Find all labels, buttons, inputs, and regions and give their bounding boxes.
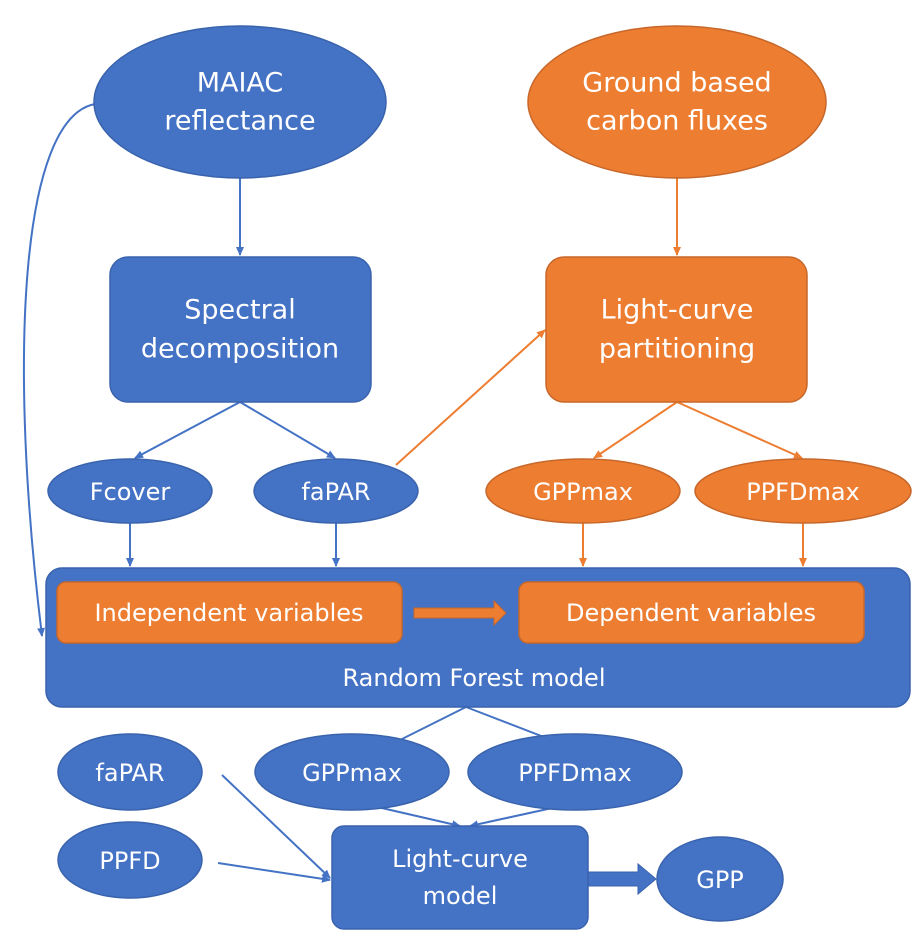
fapar-bottom-label: faPAR [95, 759, 164, 787]
ppfd-label: PPFD [99, 847, 160, 875]
ppfdmax-top-label: PPFDmax [746, 478, 860, 506]
ground-line1: Ground based [582, 68, 771, 99]
node-dependent-variables: Dependent variables [518, 581, 865, 644]
edge-partitioning-to-ppfdmax [676, 401, 803, 459]
dependent-label: Dependent variables [566, 599, 816, 627]
node-gppmax-bottom: GPPmax [254, 733, 450, 811]
gppmax-top-label: GPPmax [533, 478, 633, 506]
fapar-top-label: faPAR [301, 478, 370, 506]
gppmax-bottom-label: GPPmax [302, 759, 402, 787]
maiac-line1: MAIAC [197, 68, 284, 99]
node-ground-carbon-fluxes: Ground based carbon fluxes [527, 25, 827, 179]
node-maiac-reflectance: MAIAC reflectance [93, 25, 387, 179]
node-gppmax-top: GPPmax [485, 458, 681, 524]
independent-to-dependent-arrow [413, 599, 507, 627]
node-fapar-top: faPAR [253, 458, 419, 524]
edge-partitioning-to-gppmax [593, 401, 678, 459]
partitioning-line2: partitioning [599, 334, 755, 365]
edge-fapar-to-partitioning [395, 329, 546, 466]
edge-fapar-to-lcmodel [221, 774, 331, 879]
node-ppfdmax-top: PPFDmax [694, 458, 912, 524]
fcover-label: Fcover [90, 478, 171, 506]
edge-maiac-to-random-forest [22, 103, 96, 637]
maiac-line2: reflectance [164, 106, 315, 137]
node-fcover: Fcover [47, 458, 213, 524]
ground-line2: carbon fluxes [586, 106, 768, 137]
spectral-line1: Spectral [184, 295, 295, 326]
node-ppfd: PPFD [57, 821, 203, 899]
edge-ppfd-to-lcmodel [217, 862, 331, 883]
independent-label: Independent variables [94, 599, 363, 627]
gpp-label: GPP [696, 866, 744, 894]
node-random-forest-model: Independent variables Dependent variable… [45, 567, 911, 708]
edge-spectral-to-fapar [239, 401, 336, 459]
lc-model-line2: model [423, 882, 498, 910]
edge-lcmodel-to-gpp [587, 862, 657, 896]
node-light-curve-partitioning: Light-curve partitioning [545, 256, 808, 403]
node-spectral-decomposition: Spectral decomposition [109, 256, 372, 403]
node-ppfdmax-bottom: PPFDmax [467, 733, 683, 811]
ppfdmax-bottom-label: PPFDmax [518, 759, 632, 787]
lc-model-line1: Light-curve [392, 845, 528, 873]
node-fapar-bottom: faPAR [57, 733, 203, 811]
node-gpp: GPP [656, 836, 784, 922]
edge-spectral-to-fcover [134, 401, 241, 459]
spectral-line2: decomposition [141, 334, 339, 365]
node-independent-variables: Independent variables [56, 581, 403, 644]
partitioning-line1: Light-curve [601, 295, 754, 326]
random-forest-label: Random Forest model [342, 664, 605, 692]
node-light-curve-model: Light-curve model [331, 825, 589, 930]
